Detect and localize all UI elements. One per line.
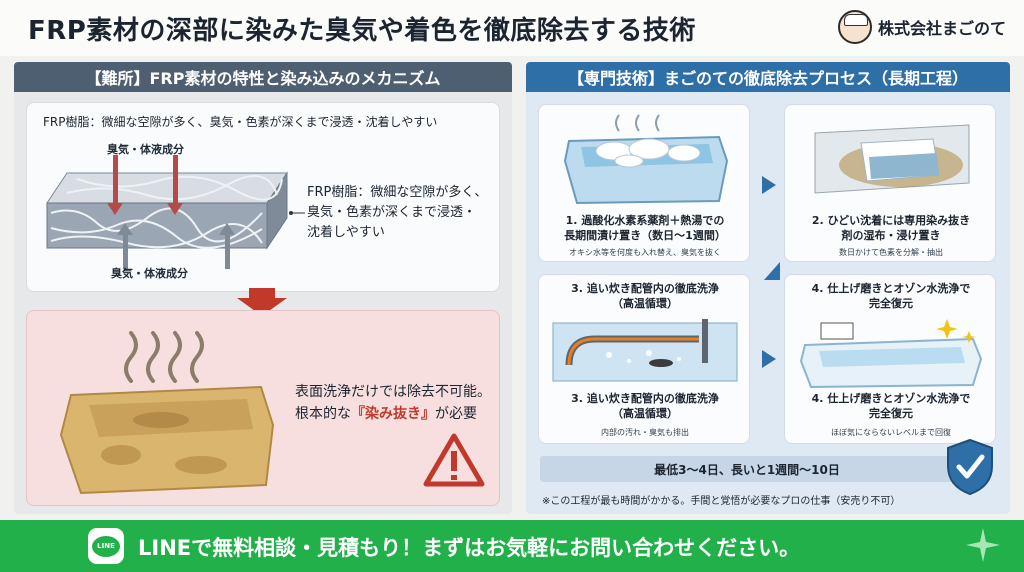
compress-towel-illustration — [814, 124, 970, 194]
process-panel: 【専門技術】まごのての徹底除去プロセス（長期工程） 1. 過酸化水素系薬剤＋熱湯… — [526, 62, 1010, 514]
foam-bathtub-illustration — [563, 114, 729, 205]
process-step-2: 2. ひどい沈着には専用染み抜き 剤の湿布・浸け置き 数日かけて色素を分解・抽出 — [784, 104, 996, 262]
line-logo-icon[interactable]: LINE — [88, 528, 124, 564]
step-3-title-line: 3. 追い炊き配管内の徹底洗浄 — [571, 392, 719, 405]
step-2-title-line: 剤の湿布・浸け置き — [841, 229, 941, 242]
step-4-note: ほぼ気にならないレベルまで回復 — [831, 428, 951, 437]
step-1-title: 1. 過酸化水素系薬剤＋熱湯での 長期間漬け置き（数日〜1週間） — [539, 213, 751, 243]
stained-tub-box: 表面洗浄だけでは除去不可能。 根本的な『染み抜き』が必要 — [26, 310, 500, 506]
process-step-3: 3. 追い炊き配管内の徹底洗浄 （高温循環） 3. 追い炊き配管内の徹底洗浄 （… — [538, 274, 750, 444]
tub-warning-text: 表面洗浄だけでは除去不可能。 根本的な『染み抜き』が必要 — [295, 381, 491, 425]
line-logo-text: LINE — [92, 535, 120, 557]
down-arrow-icon — [237, 288, 287, 316]
duration-bar: 最低3〜4日、長いと1週間〜10日 — [540, 456, 954, 482]
problem-panel: 【難所】FRP素材の特性と染み込みのメカニズム FRP樹脂：微細な空隙が多く、臭… — [14, 62, 512, 514]
problem-panel-heading: 【難所】FRP素材の特性と染み込みのメカニズム — [14, 62, 512, 92]
company-badge: 株式会社まごのて — [837, 10, 1006, 44]
frp-mechanism-box: FRP樹脂：微細な空隙が多く、臭気・色素が深くまで浸透・沈着しやすい — [26, 102, 500, 292]
avatar-icon — [837, 10, 872, 44]
tub-warning-line2: 根本的な『染み抜き』が必要 — [295, 403, 491, 425]
step-2-note: 数日かけて色素を分解・抽出 — [839, 248, 943, 257]
stained-bathtub-illustration — [59, 331, 275, 495]
frp-callout-line: 沈着しやすい — [307, 225, 385, 240]
step-2-title: 2. ひどい沈着には専用染み抜き 剤の湿布・浸け置き — [785, 213, 997, 243]
step-1-title-line: 1. 過酸化水素系薬剤＋熱湯での — [565, 214, 725, 227]
pipe-cleaning-illustration — [552, 319, 738, 382]
process-step-4: 4. 仕上げ磨きとオゾン水洗浄で 完全復元 4. 仕上げ磨きとオゾン水洗浄で 完… — [784, 274, 996, 444]
shield-check-icon — [947, 438, 993, 496]
duration-note: ※この工程が最も時間がかかる。手間と覚悟が必要なプロの仕事（安売り不可） — [542, 496, 901, 507]
tub-warning-line1: 表面洗浄だけでは除去不可能。 — [295, 384, 491, 400]
page-header: FRP素材の深部に染みた臭気や着色を徹底除去する技術 株式会社まごのて — [0, 0, 1024, 56]
step-1-note: オキシ水等を何度も入れ替え、臭気を抜く — [569, 248, 721, 257]
page-title: FRP素材の深部に染みた臭気や着色を徹底除去する技術 — [28, 16, 696, 46]
process-panel-heading: 【専門技術】まごのての徹底除去プロセス（長期工程） — [526, 62, 1010, 92]
clean-bathtub-illustration — [799, 319, 983, 389]
step-4-title-line: 4. 仕上げ磨きとオゾン水洗浄で — [811, 392, 971, 405]
step-4-title-line: 4. 仕上げ磨きとオゾン水洗浄で — [811, 282, 971, 295]
chevron-right-icon — [762, 350, 776, 368]
frp-caption: FRP樹脂：微細な空隙が多く、臭気・色素が深くまで浸透・沈着しやすい — [43, 115, 438, 129]
frp-callout-line: 臭気・色素が深くまで浸透・ — [307, 205, 477, 220]
company-name: 株式会社まごのて — [877, 19, 1006, 38]
cta-footer[interactable]: LINE LINEで無料相談・見積もり！まずはお気軽にお問い合わせください。 — [0, 520, 1024, 572]
step-4-title-top: 4. 仕上げ磨きとオゾン水洗浄で 完全復元 — [785, 281, 997, 311]
smell-label-bottom: 臭気・体液成分 — [111, 267, 188, 280]
frp-callout: FRP樹脂：微細な空隙が多く、 臭気・色素が深くまで浸透・ 沈着しやすい — [307, 183, 487, 243]
frp-layer-illustration — [46, 155, 305, 269]
step-1-title-line: 長期間漬け置き（数日〜1週間） — [564, 229, 726, 242]
frp-callout-line: FRP樹脂：微細な空隙が多く、 — [307, 185, 488, 200]
smell-label-top: 臭気・体液成分 — [107, 143, 184, 156]
step-3-title-line: （高温循環） — [612, 297, 678, 310]
chevron-right-icon — [762, 176, 776, 194]
step-4-title-bottom: 4. 仕上げ磨きとオゾン水洗浄で 完全復元 — [785, 391, 997, 421]
step-3-title-bottom: 3. 追い炊き配管内の徹底洗浄 （高温循環） — [539, 391, 751, 421]
step-3-note: 内部の汚れ・臭気も排出 — [601, 428, 689, 437]
step-2-title-line: 2. ひどい沈着には専用染み抜き — [811, 214, 971, 227]
cta-text[interactable]: LINEで無料相談・見積もり！まずはお気軽にお問い合わせください。 — [138, 536, 801, 560]
tub-warning-prefix: 根本的な — [295, 406, 351, 422]
tub-warning-suffix: が必要 — [435, 406, 477, 422]
smell-arrow-icons — [107, 155, 183, 215]
step-4-title-line: 完全復元 — [869, 407, 913, 420]
warning-icon — [423, 433, 485, 487]
step-3-title-line: 3. 追い炊き配管内の徹底洗浄 — [571, 282, 719, 295]
chevron-down-left-icon — [764, 262, 780, 280]
step-4-title-line: 完全復元 — [869, 297, 913, 310]
step-3-title-line: （高温循環） — [612, 407, 678, 420]
process-step-1: 1. 過酸化水素系薬剤＋熱湯での 長期間漬け置き（数日〜1週間） オキシ水等を何… — [538, 104, 750, 262]
sparkle-icon — [966, 528, 1000, 562]
stain-removal-highlight: 『染み抜き』 — [351, 406, 435, 422]
step-3-title-top: 3. 追い炊き配管内の徹底洗浄 （高温循環） — [539, 281, 751, 311]
